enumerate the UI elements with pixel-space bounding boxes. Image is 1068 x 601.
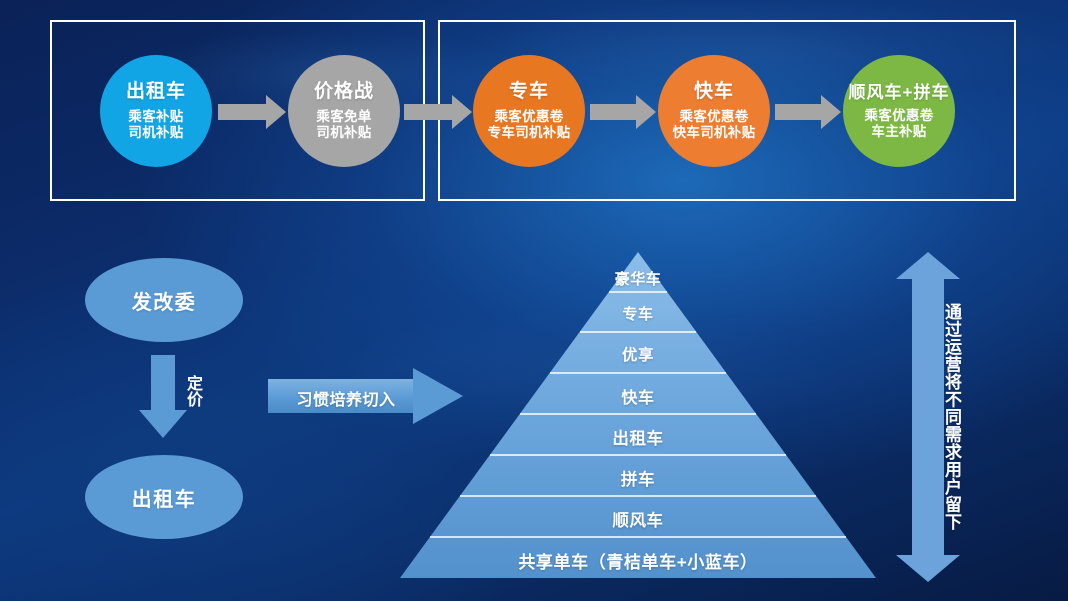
flow-node-line: 乘客免单 [316,108,372,124]
flow-node-title: 出租车 [125,81,186,103]
pricing-arrow: 定价 [139,355,201,440]
arrow-shaft [268,379,413,413]
arrow-shaft [151,355,175,410]
flow-node-line: 专车司机补贴 [487,124,571,140]
flow-node-line: 乘客优惠卷 [864,107,934,123]
pyramid-shape [400,252,876,578]
product-pyramid: 豪华车 专车 优享 快车 出租车 拼车 顺风车 共享单车（青桔单车+小蓝车） [398,250,878,580]
flow-node-taxi[interactable]: 出租车 乘客补贴 司机补贴 [100,55,212,167]
node-ndrc[interactable]: 发改委 [85,258,243,342]
flow-node-line: 乘客优惠卷 [494,108,564,124]
flow-node-line: 车主补贴 [871,123,927,139]
pricing-arrow-label: 定价 [184,375,201,407]
flow-arrow-3 [590,95,656,129]
flow-node-premier[interactable]: 专车 乘客优惠卷 专车司机补贴 [473,55,585,167]
flow-node-line: 乘客优惠卷 [679,108,749,124]
flow-arrow-4 [775,95,841,129]
flow-arrow-1 [218,95,286,129]
retention-arrow-label: 通过运营将不同需求用户留下 [942,303,961,531]
flow-node-express[interactable]: 快车 乘客优惠卷 快车司机补贴 [658,55,770,167]
flow-node-hitch-carpool[interactable]: 顺风车+拼车 乘客优惠卷 车主补贴 [843,55,955,167]
node-taxi-bottom[interactable]: 出租车 [85,455,243,539]
entry-banner-arrow[interactable]: 习惯培养切入 [268,368,463,424]
flow-node-line: 乘客补贴 [128,108,184,124]
retention-arrow: 通过运营将不同需求用户留下 [896,252,961,582]
flow-node-price-war[interactable]: 价格战 乘客免单 司机补贴 [288,55,400,167]
arrow-head-right-icon [413,368,463,424]
flow-node-line: 司机补贴 [128,124,184,140]
flow-node-title: 快车 [693,81,734,103]
flow-arrow-2 [404,95,472,129]
node-label: 出租车 [131,488,197,511]
entry-banner-label: 习惯培养切入 [296,392,396,409]
flow-node-line: 司机补贴 [316,124,372,140]
flow-node-title: 价格战 [313,81,374,103]
arrow-shaft [912,278,944,556]
flow-node-line: 快车司机补贴 [672,124,756,140]
flow-node-title: 专车 [508,81,549,103]
node-label: 发改委 [131,291,197,314]
flow-node-title: 顺风车+拼车 [848,82,950,102]
arrow-head-down-icon [139,410,187,438]
arrow-head-up-icon [896,252,960,279]
arrow-head-down-icon [896,555,960,582]
